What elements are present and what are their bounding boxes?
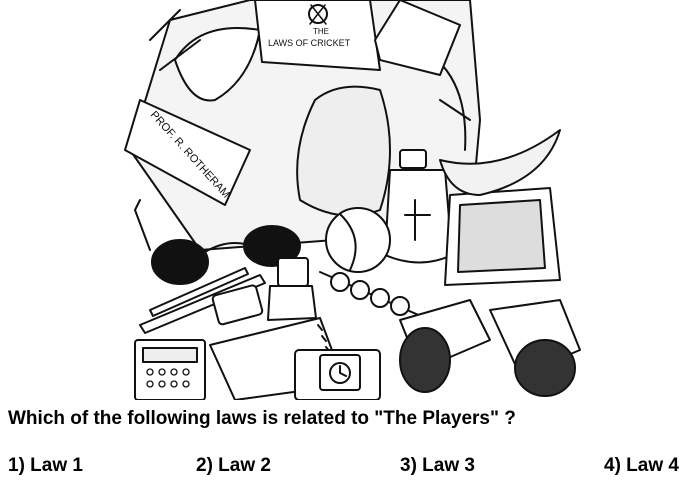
counter-beads-icon [319, 271, 431, 321]
banana-icon [439, 129, 561, 196]
cricket-kit-illustration: PROF. R. ROTHERAM THE LAWS OF CRICKET [124, 0, 581, 400]
option-law-4[interactable]: 4) Law 4 [604, 455, 679, 476]
option-law-3[interactable]: 3) Law 3 [400, 455, 475, 476]
option-law-1[interactable]: 1) Law 1 [8, 455, 83, 476]
sunglasses-icon [134, 199, 301, 285]
ink-jar-icon [267, 257, 317, 321]
eraser-icon [211, 284, 264, 326]
lunchbox-icon [444, 187, 561, 286]
calculator-icon [134, 339, 206, 400]
camera-icon [294, 349, 381, 400]
glove-icon [296, 85, 391, 217]
question-text: Which of the following laws is related t… [8, 408, 516, 429]
cricket-ball-icon [325, 207, 391, 273]
book-title-line1: THE [313, 27, 329, 36]
laws-book-icon [254, 0, 381, 71]
book-title-line2: LAWS OF CRICKET [268, 38, 351, 48]
option-law-2[interactable]: 2) Law 2 [196, 455, 271, 476]
binoculars-icon [399, 299, 581, 397]
scorecard-icon [374, 0, 461, 76]
